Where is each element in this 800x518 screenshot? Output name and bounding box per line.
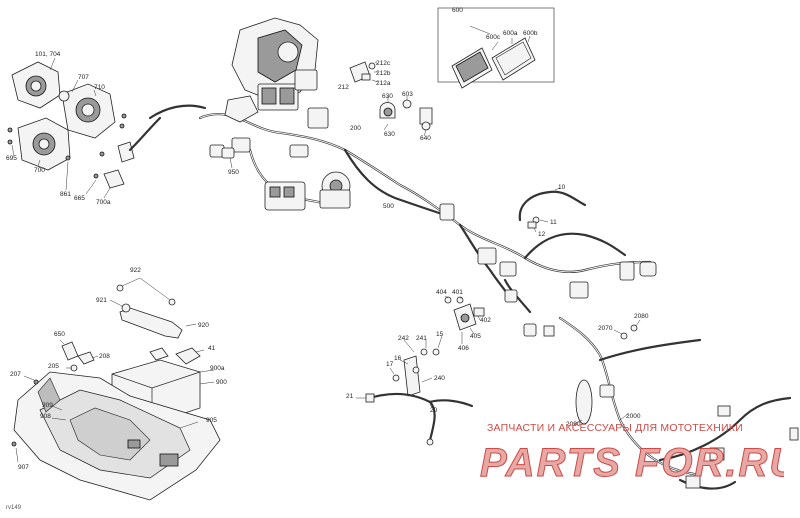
battery-cable-20 — [356, 392, 474, 446]
callout-2080: 2080 — [634, 313, 649, 320]
callout-401: 401 — [452, 289, 463, 296]
callout-2070: 2070 — [598, 325, 613, 332]
callout-200: 200 — [350, 125, 361, 132]
callout-920: 920 — [198, 322, 209, 329]
callout-905: 905 — [206, 417, 217, 424]
callout-600: 600 — [452, 7, 463, 14]
bracket-240-group — [389, 335, 443, 397]
callout-21: 21 — [346, 393, 354, 400]
callout-603: 603 — [402, 91, 413, 98]
callout-11: 11 — [550, 219, 557, 226]
callout-640: 640 — [420, 135, 431, 142]
engine-connector-cluster — [209, 17, 329, 158]
main-wiring-harness — [148, 104, 792, 490]
callout-212a: 212a — [376, 80, 391, 87]
callout-2090: 2090 — [566, 421, 581, 428]
callout-900: 900 — [216, 379, 227, 386]
harness-branch-10 — [518, 187, 587, 233]
callout-406: 406 — [458, 345, 469, 352]
connector-212 — [349, 61, 379, 83]
callout-950: 950 — [228, 169, 239, 176]
callout-907: 907 — [18, 464, 29, 471]
sensor-630-group — [379, 96, 433, 137]
callout-707: 707 — [78, 74, 89, 81]
callout-908: 908 — [40, 413, 51, 420]
central-connector-block — [264, 171, 657, 398]
callout-700a: 700a — [96, 199, 111, 206]
callout-212b: 212b — [376, 70, 391, 77]
callout-404: 404 — [436, 289, 447, 296]
callout-600a: 600a — [503, 30, 518, 37]
callout-212c: 212c — [376, 60, 391, 67]
callout-241: 241 — [416, 335, 427, 342]
callout-10: 10 — [558, 184, 566, 191]
callout-650: 650 — [54, 331, 65, 338]
callout-101-704: 101, 704 — [35, 51, 61, 58]
callout-700: 700 — [34, 167, 45, 174]
callout-665: 665 — [74, 195, 85, 202]
callout-500: 500 — [383, 203, 394, 210]
rear-harness-2000 — [523, 319, 799, 489]
watermark-logo-text: PARTS FOR.RU — [480, 441, 784, 484]
callout-600b: 600b — [523, 30, 538, 37]
callout-16: 16 — [394, 355, 402, 362]
bracket-920-group — [109, 277, 197, 339]
watermark-caption: ЗАПЧАСТИ И АКСЕССУАРЫ ДЛЯ МОТОТЕХНИКИ — [487, 422, 743, 434]
callout-20: 20 — [430, 407, 438, 414]
callout-212: 212 — [338, 84, 349, 91]
instrument-cluster-600 — [437, 7, 555, 89]
callout-17: 17 — [386, 361, 394, 368]
connector-950 — [221, 147, 235, 169]
starter-motor-assembly — [7, 57, 162, 199]
callout-205: 205 — [48, 363, 59, 370]
sensor-400-group — [444, 295, 485, 344]
callout-922: 922 — [130, 267, 141, 274]
diagram-code: rv149 — [6, 505, 22, 511]
callout-900a: 900a — [210, 365, 225, 372]
callout-861: 861 — [60, 191, 71, 198]
callout-710: 710 — [94, 84, 105, 91]
battery-tray-905 — [11, 371, 221, 501]
callout-240: 240 — [434, 375, 445, 382]
callout-405: 405 — [470, 333, 481, 340]
callout-2000: 2000 — [626, 413, 641, 420]
callout-402: 402 — [480, 317, 491, 324]
callout-630: 630 — [382, 93, 393, 100]
callout-207: 207 — [10, 371, 21, 378]
relay-650-group — [59, 339, 99, 372]
watermark-logo: PARTS FOR.RU — [480, 441, 785, 485]
callout-12: 12 — [538, 231, 546, 238]
callout-909: 909 — [42, 402, 53, 409]
callout-921: 921 — [96, 297, 107, 304]
callout-600c: 600c — [486, 34, 501, 41]
callout-695: 695 — [6, 155, 17, 162]
callout-41: 41 — [208, 345, 216, 352]
callout-630: 630 — [384, 131, 395, 138]
callout-208: 208 — [99, 353, 110, 360]
callout-15: 15 — [436, 331, 444, 338]
callout-242: 242 — [398, 335, 409, 342]
